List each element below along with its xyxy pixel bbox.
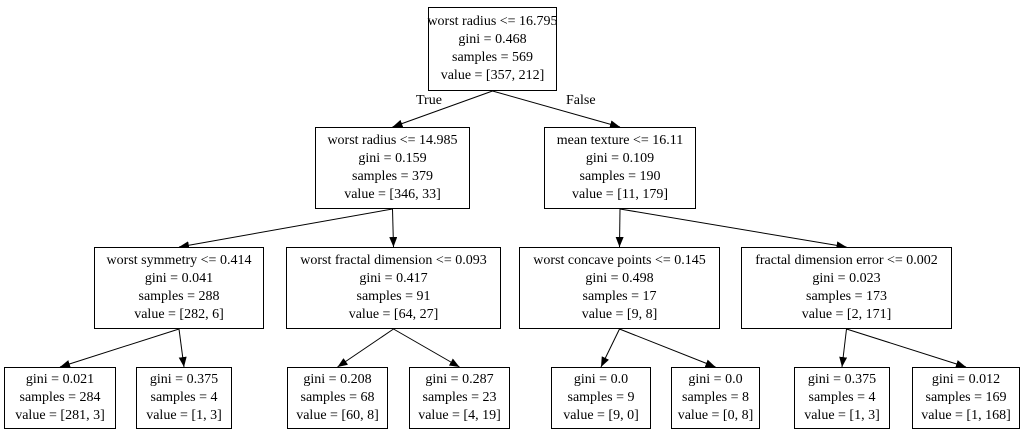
node-text-line: value = [357, 212] — [440, 68, 545, 83]
tree-edge-n0-n2 — [492, 90, 621, 129]
node-text-line: gini = 0.498 — [585, 271, 654, 286]
node-text-line: gini = 0.287 — [425, 372, 494, 387]
node-text-line: value = [4, 19] — [418, 408, 501, 423]
tree-node-n9: gini = 0.208 samples = 68 value = [60, 8] — [287, 367, 388, 429]
node-text-line: gini = 0.109 — [585, 151, 655, 166]
node-text-line: fractal dimension error <= 0.002 — [755, 253, 938, 268]
node-text-line: samples = 9 — [567, 390, 635, 405]
tree-node-n2: mean texture <= 16.11 gini = 0.109 samples… — [544, 127, 696, 209]
node-text-line: value = [282, 6] — [134, 307, 224, 322]
tree-node-n10: gini = 0.287 samples = 23 value = [4, 19] — [409, 367, 510, 429]
tree-node-n0: worst radius <= 16.795 gini = 0.468 sample… — [427, 7, 558, 91]
tree-edge-n1-n4 — [389, 208, 398, 248]
node-text-line: gini = 0.375 — [149, 372, 219, 387]
node-text-line: gini = 0.417 — [359, 271, 428, 286]
node-text-line: value = [281, 3] — [15, 408, 105, 423]
tree-edge-n2-n5 — [615, 208, 624, 248]
tree-node-n4: worst fractal dimension <= 0.093 gini = 0… — [286, 247, 501, 329]
node-text-line: samples = 17 — [582, 289, 657, 304]
tree-node-n3: worst symmetry <= 0.414 gini = 0.041 sampl… — [94, 247, 264, 329]
tree-edge-n2-n6 — [619, 208, 847, 250]
node-text-line: samples = 379 — [352, 169, 433, 184]
node-text-line: samples = 169 — [925, 390, 1007, 405]
node-text-line: samples = 173 — [806, 289, 887, 304]
node-text-line: samples = 190 — [579, 169, 661, 184]
edge-label-true: True — [416, 93, 442, 108]
node-text-line: gini = 0.021 — [25, 372, 95, 387]
tree-node-n1: worst radius <= 14.985 gini = 0.159 sample… — [315, 127, 470, 209]
node-text-line: samples = 91 — [356, 289, 431, 304]
tree-edge-n6-n13 — [839, 328, 848, 368]
tree-node-n7: gini = 0.021 samples = 284 value = [281, 3… — [4, 367, 116, 429]
node-text-line: samples = 68 — [300, 390, 375, 405]
node-text-line: mean texture <= 16.11 — [556, 133, 684, 148]
node-text-line: gini = 0.0 — [688, 372, 743, 387]
tree-edge-n3-n8 — [178, 328, 187, 368]
node-text-line: value = [60, 8] — [296, 408, 379, 423]
node-text-line: samples = 288 — [138, 289, 220, 304]
node-text-line: samples = 4 — [808, 390, 876, 405]
node-text-line: value = [1, 3] — [804, 408, 880, 423]
tree-edge-n3-n7 — [59, 328, 180, 368]
node-text-line: value = [346, 33] — [344, 187, 441, 202]
tree-edge-n4-n10 — [393, 328, 460, 368]
node-text-line: gini = 0.0 — [573, 372, 629, 387]
tree-node-n12: gini = 0.0 samples = 8 value = [0, 8] — [671, 367, 760, 429]
node-text-line: gini = 0.208 — [303, 372, 372, 387]
tree-node-n14: gini = 0.012 samples = 169 value = [1, 168… — [912, 367, 1020, 429]
tree-edge-n0-n1 — [392, 90, 493, 128]
node-text-line: value = [9, 8] — [581, 307, 658, 322]
node-text-line: samples = 4 — [150, 390, 218, 405]
node-text-line: samples = 284 — [19, 390, 101, 405]
node-text-line: value = [9, 0] — [563, 408, 639, 423]
node-text-line: samples = 23 — [422, 390, 497, 405]
tree-edge-n6-n14 — [846, 328, 967, 368]
node-text-line: gini = 0.468 — [458, 32, 527, 47]
tree-node-n5: worst concave points <= 0.145 gini = 0.49… — [519, 247, 720, 329]
tree-node-n13: gini = 0.375 samples = 4 value = [1, 3] — [794, 367, 890, 429]
node-text-line: value = [2, 171] — [801, 307, 892, 322]
tree-node-n11: gini = 0.0 samples = 9 value = [9, 0] — [551, 367, 651, 429]
node-text-line: worst symmetry <= 0.414 — [106, 253, 252, 268]
node-text-line: samples = 569 — [452, 50, 533, 65]
node-text-line: value = [11, 179] — [571, 187, 669, 202]
node-text-line: samples = 8 — [682, 390, 749, 405]
node-text-line: worst concave points <= 0.145 — [533, 253, 706, 268]
node-text-line: gini = 0.023 — [812, 271, 881, 286]
node-text-line: gini = 0.159 — [358, 151, 427, 166]
node-text-line: value = [1, 3] — [146, 408, 222, 423]
node-text-line: value = [64, 27] — [348, 307, 439, 322]
tree-node-n8: gini = 0.375 samples = 4 value = [1, 3] — [136, 367, 232, 429]
node-text-line: worst fractal dimension <= 0.093 — [300, 253, 487, 268]
node-text-line: worst radius <= 14.985 — [327, 133, 458, 148]
node-text-line: value = [0, 8] — [677, 408, 754, 423]
tree-edge-n4-n9 — [337, 328, 394, 368]
node-text-line: gini = 0.375 — [807, 372, 877, 387]
tree-node-n6: fractal dimension error <= 0.002 gini = 0… — [741, 247, 952, 329]
tree-edge-n5-n12 — [619, 328, 716, 368]
edge-label-false: False — [566, 93, 596, 108]
tree-edge-n1-n3 — [178, 208, 393, 250]
tree-edge-n5-n11 — [600, 328, 620, 368]
node-text-line: worst radius <= 16.795 — [427, 14, 558, 29]
node-text-line: value = [1, 168] — [921, 408, 1011, 423]
node-text-line: gini = 0.041 — [144, 271, 214, 286]
node-text-line: gini = 0.012 — [931, 372, 1001, 387]
